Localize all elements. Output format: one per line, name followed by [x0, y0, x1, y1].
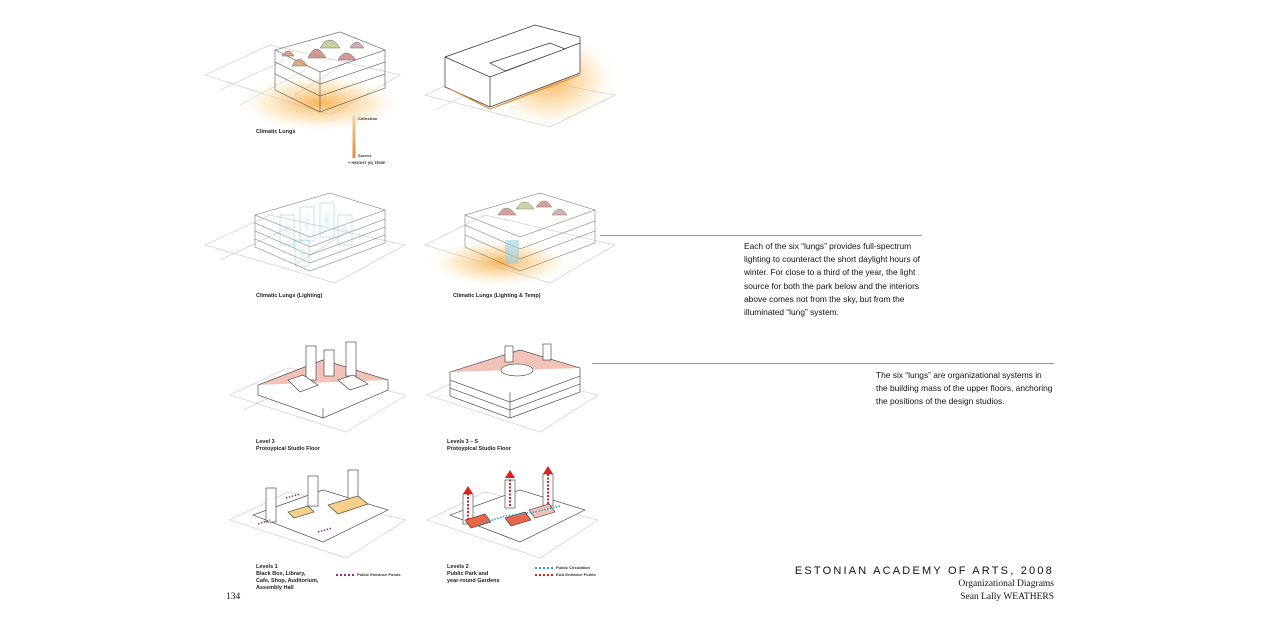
diagram-level-1	[228, 460, 408, 562]
diagram-level-3	[228, 340, 408, 440]
diagram-lungs-lighting-temp	[420, 185, 620, 290]
caption-levels-3-5: Levels 3 – 5 Protoypical Studio Floor	[447, 439, 511, 452]
caption-level-1: Levels 1 Black Box, Library, Cafe, Shop,…	[256, 564, 319, 591]
page-title: ESTONIAN ACADEMY OF ARTS, 2008	[794, 565, 1054, 577]
legend-eaa-entrance-label: EAA Entrance Points	[556, 572, 596, 577]
caption-climatic-lungs: Climatic Lungs	[256, 129, 296, 135]
legend-swatch-blue	[535, 566, 553, 569]
paragraph-lungs-lighting: Each of the six “lungs” provides full-sp…	[744, 241, 920, 318]
legend-eaa-entrance: EAA Entrance Points	[535, 572, 596, 577]
diagram-level-2	[425, 460, 600, 562]
legend-public-entrance-label: Public Entrance Points	[357, 572, 401, 577]
caption-lungs-lighting-temp: Climatic Lungs (Lighting & Temp)	[453, 293, 541, 299]
author-credit: Sean Lally WEATHERS	[960, 592, 1054, 602]
diagram-climatic-lungs	[200, 20, 410, 130]
temp-scale-top: Collection	[358, 116, 378, 121]
page-subtitle: Organizational Diagrams	[958, 579, 1054, 589]
legend-swatch-purple	[336, 573, 354, 576]
rule-line-1	[600, 235, 922, 236]
legend-public-entrance: Public Entrance Points	[336, 572, 401, 577]
caption-lungs-lighting: Climatic Lungs (Lighting)	[256, 293, 323, 299]
left-margin	[0, 0, 188, 640]
rule-line-2	[592, 363, 1054, 364]
temp-scale-bar	[351, 116, 357, 158]
legend-swatch-red	[535, 573, 553, 576]
temp-scale-bottom: Source	[358, 153, 372, 158]
page-number: 134	[226, 592, 241, 602]
temp-scale-axis: + HEIGHT (ft) TEMP	[348, 160, 386, 165]
diagram-building-massing	[420, 15, 620, 130]
legend-public-circulation: Public Circulation	[535, 565, 590, 570]
caption-level-2: Levels 2 Public Park and year-round Gard…	[447, 564, 500, 584]
paragraph-lungs-organization: The six “lungs” are organizational syste…	[876, 370, 1053, 407]
caption-level-3: Level 3 Protoypical Studio Floor	[256, 439, 320, 452]
diagram-levels-3-5	[425, 340, 600, 440]
diagram-lungs-lighting	[200, 185, 410, 290]
legend-public-circulation-label: Public Circulation	[556, 565, 591, 570]
